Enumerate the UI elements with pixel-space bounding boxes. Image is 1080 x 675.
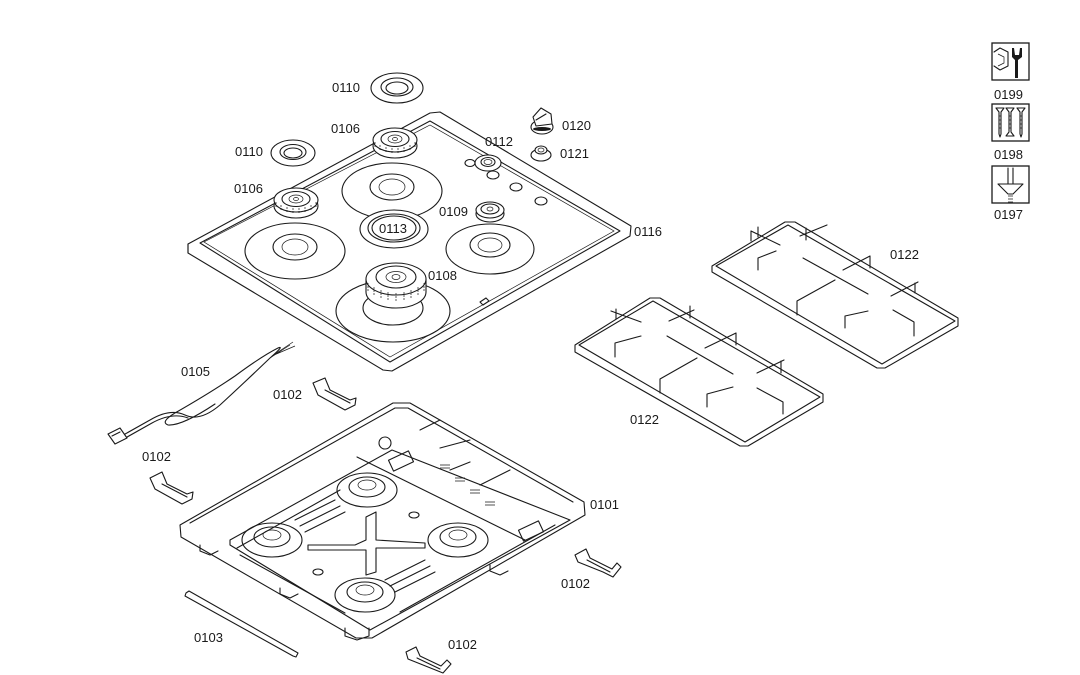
screwdriver-icon bbox=[997, 167, 1024, 203]
seal-strip-0103[interactable] bbox=[184, 590, 299, 658]
label-0199: 0199 bbox=[994, 87, 1023, 102]
burner-0109-small[interactable] bbox=[475, 201, 505, 223]
base-tray-0101[interactable] bbox=[179, 402, 586, 641]
wrench-nut-icon bbox=[993, 47, 1022, 78]
part-labels: 0110 0106 0110 0106 0112 0120 0121 0109 … bbox=[142, 80, 919, 652]
label-0102-bottom: 0102 bbox=[448, 637, 477, 652]
label-0116: 0116 bbox=[634, 224, 662, 239]
burner-head-0106-left[interactable] bbox=[273, 187, 319, 219]
label-0122-right: 0122 bbox=[890, 247, 919, 262]
tool-0197[interactable]: 0197 bbox=[991, 165, 1030, 222]
clip-0102-upper[interactable] bbox=[312, 377, 357, 411]
control-knob-0120[interactable] bbox=[530, 107, 554, 135]
label-0106-top: 0106 bbox=[331, 121, 360, 136]
label-0103: 0103 bbox=[194, 630, 223, 645]
label-0121: 0121 bbox=[560, 146, 589, 161]
power-cable-0105[interactable] bbox=[107, 341, 296, 445]
label-0120: 0120 bbox=[562, 118, 591, 133]
label-0110-top: 0110 bbox=[332, 80, 360, 95]
label-0197: 0197 bbox=[994, 207, 1023, 222]
clip-0102-right[interactable] bbox=[574, 548, 622, 578]
knob-bezel-0121[interactable] bbox=[530, 145, 552, 162]
label-0122-left: 0122 bbox=[630, 412, 659, 427]
tool-0199[interactable]: 0199 bbox=[991, 42, 1030, 102]
label-0106-left: 0106 bbox=[234, 181, 263, 196]
screws-icon bbox=[995, 107, 1026, 138]
label-0101: 0101 bbox=[590, 497, 619, 512]
pan-support-grate-right[interactable] bbox=[711, 221, 959, 369]
tool-0198[interactable]: 0198 bbox=[991, 103, 1030, 162]
label-0105: 0105 bbox=[181, 364, 210, 379]
clip-0102-bottom[interactable] bbox=[405, 646, 452, 674]
burner-0108-large[interactable] bbox=[365, 262, 427, 309]
label-0102-left: 0102 bbox=[142, 449, 171, 464]
label-0113: 0113 bbox=[379, 221, 407, 236]
label-0102-right: 0102 bbox=[561, 576, 590, 591]
burner-cap-0110-top[interactable] bbox=[370, 72, 424, 104]
label-0109: 0109 bbox=[439, 204, 468, 219]
clip-0102-left[interactable] bbox=[149, 471, 194, 505]
label-0112: 0112 bbox=[485, 134, 513, 149]
burner-cap-0110-left[interactable] bbox=[270, 139, 316, 167]
spark-plug-0112[interactable] bbox=[474, 154, 502, 172]
label-0102-upper: 0102 bbox=[273, 387, 302, 402]
pan-support-grate-left[interactable] bbox=[574, 297, 824, 447]
label-0110-left: 0110 bbox=[235, 144, 263, 159]
burner-cap-0113[interactable] bbox=[359, 209, 429, 249]
label-0198: 0198 bbox=[994, 147, 1023, 162]
label-0108: 0108 bbox=[428, 268, 457, 283]
burner-head-0106-top[interactable] bbox=[372, 127, 418, 159]
